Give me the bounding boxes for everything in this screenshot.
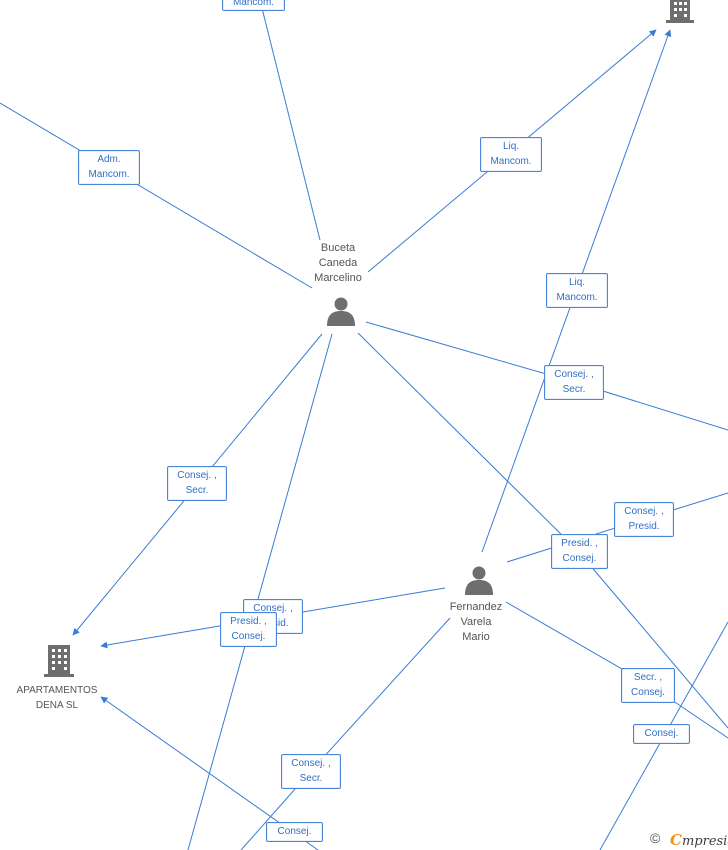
edge-label-liq-mancom-top: Liq. Mancom. <box>480 137 542 172</box>
edge-top-mancom <box>261 7 321 241</box>
brand-rest: mpresia <box>681 834 728 849</box>
edge-label-presid-consej-mid: Presid. , Consej. <box>551 534 608 569</box>
person-name-fernandez[interactable]: Fernandez Varela Mario <box>449 601 503 643</box>
edge-label-liq-mancom-mid: Liq. Mancom. <box>546 273 608 308</box>
building-icon[interactable] <box>44 645 74 677</box>
edge-adm-mancom <box>0 102 313 289</box>
edge-secr-consej <box>505 601 728 739</box>
edge-label-secr-consej: Secr. , Consej. <box>621 668 675 703</box>
person-icon[interactable] <box>327 297 355 327</box>
edge-buceta-down <box>187 333 333 850</box>
edge-label-consej-right: Consej. <box>633 724 690 744</box>
person-name-buceta[interactable]: Buceta Caneda Marcelino <box>314 242 362 284</box>
edge-label-consej-secr-bottom: Consej. , Secr. <box>281 754 341 789</box>
edge-label-consej-secr-right: Consej. , Secr. <box>544 365 604 400</box>
building-icon[interactable] <box>666 0 694 23</box>
edge-label-mancom-top: Mancom. <box>222 0 285 11</box>
edge-label-presid-consej-front: Presid. , Consej. <box>220 612 277 647</box>
company-name-apartamentos[interactable]: APARTAMENTOS DENA SL <box>16 685 98 711</box>
edge-label-consej-secr-left: Consej. , Secr. <box>167 466 227 501</box>
edge-label-consej-bottom: Consej. <box>266 822 323 842</box>
brand-initial: C <box>670 831 682 849</box>
edge-label-consej-presid-right: Consej. , Presid. <box>614 502 674 537</box>
edge-fernandez-down <box>240 617 451 850</box>
empresia-logo: Cmpresia <box>670 831 728 849</box>
person-icon[interactable] <box>465 566 493 596</box>
copyright-symbol: © <box>650 830 661 846</box>
edge-label-adm-mancom: Adm. Mancom. <box>78 150 140 185</box>
